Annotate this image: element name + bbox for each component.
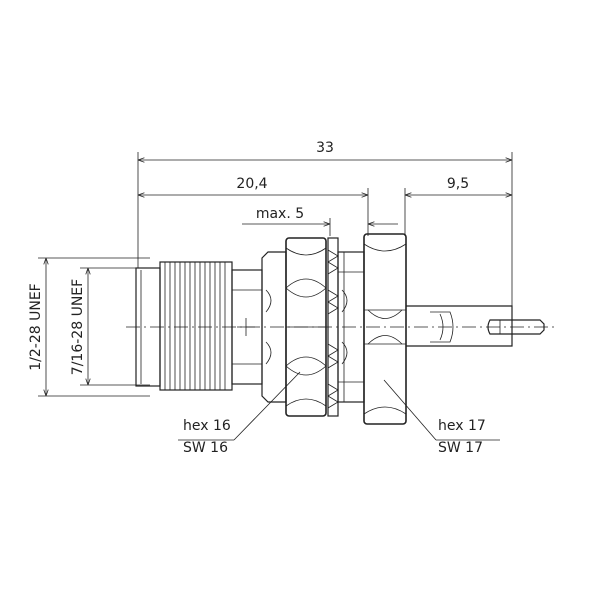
dim-label-overall: 33 xyxy=(316,140,334,156)
connector-body xyxy=(135,251,287,403)
rear-hex-wrench-label: SW 17 xyxy=(438,440,483,456)
extension-lines xyxy=(38,152,513,397)
rear-hex-body xyxy=(363,233,407,425)
dimension-lines xyxy=(46,160,512,396)
dim-label-panel: max. 5 xyxy=(256,206,304,222)
leader-lines xyxy=(178,371,500,441)
dim-label-body: 20,4 xyxy=(236,176,267,192)
dim-label-rear: 9,5 xyxy=(447,176,469,192)
rear-pin xyxy=(406,305,545,347)
front-hex-size-label: hex 16 xyxy=(183,418,231,434)
thread-label-outer: 1/2-28 UNEF xyxy=(28,283,44,370)
front-hex-wrench-label: SW 16 xyxy=(183,440,228,456)
center-line xyxy=(126,318,558,336)
rear-hex-size-label: hex 17 xyxy=(438,418,486,434)
thread-label-inner: 7/16-28 UNEF xyxy=(70,279,86,375)
